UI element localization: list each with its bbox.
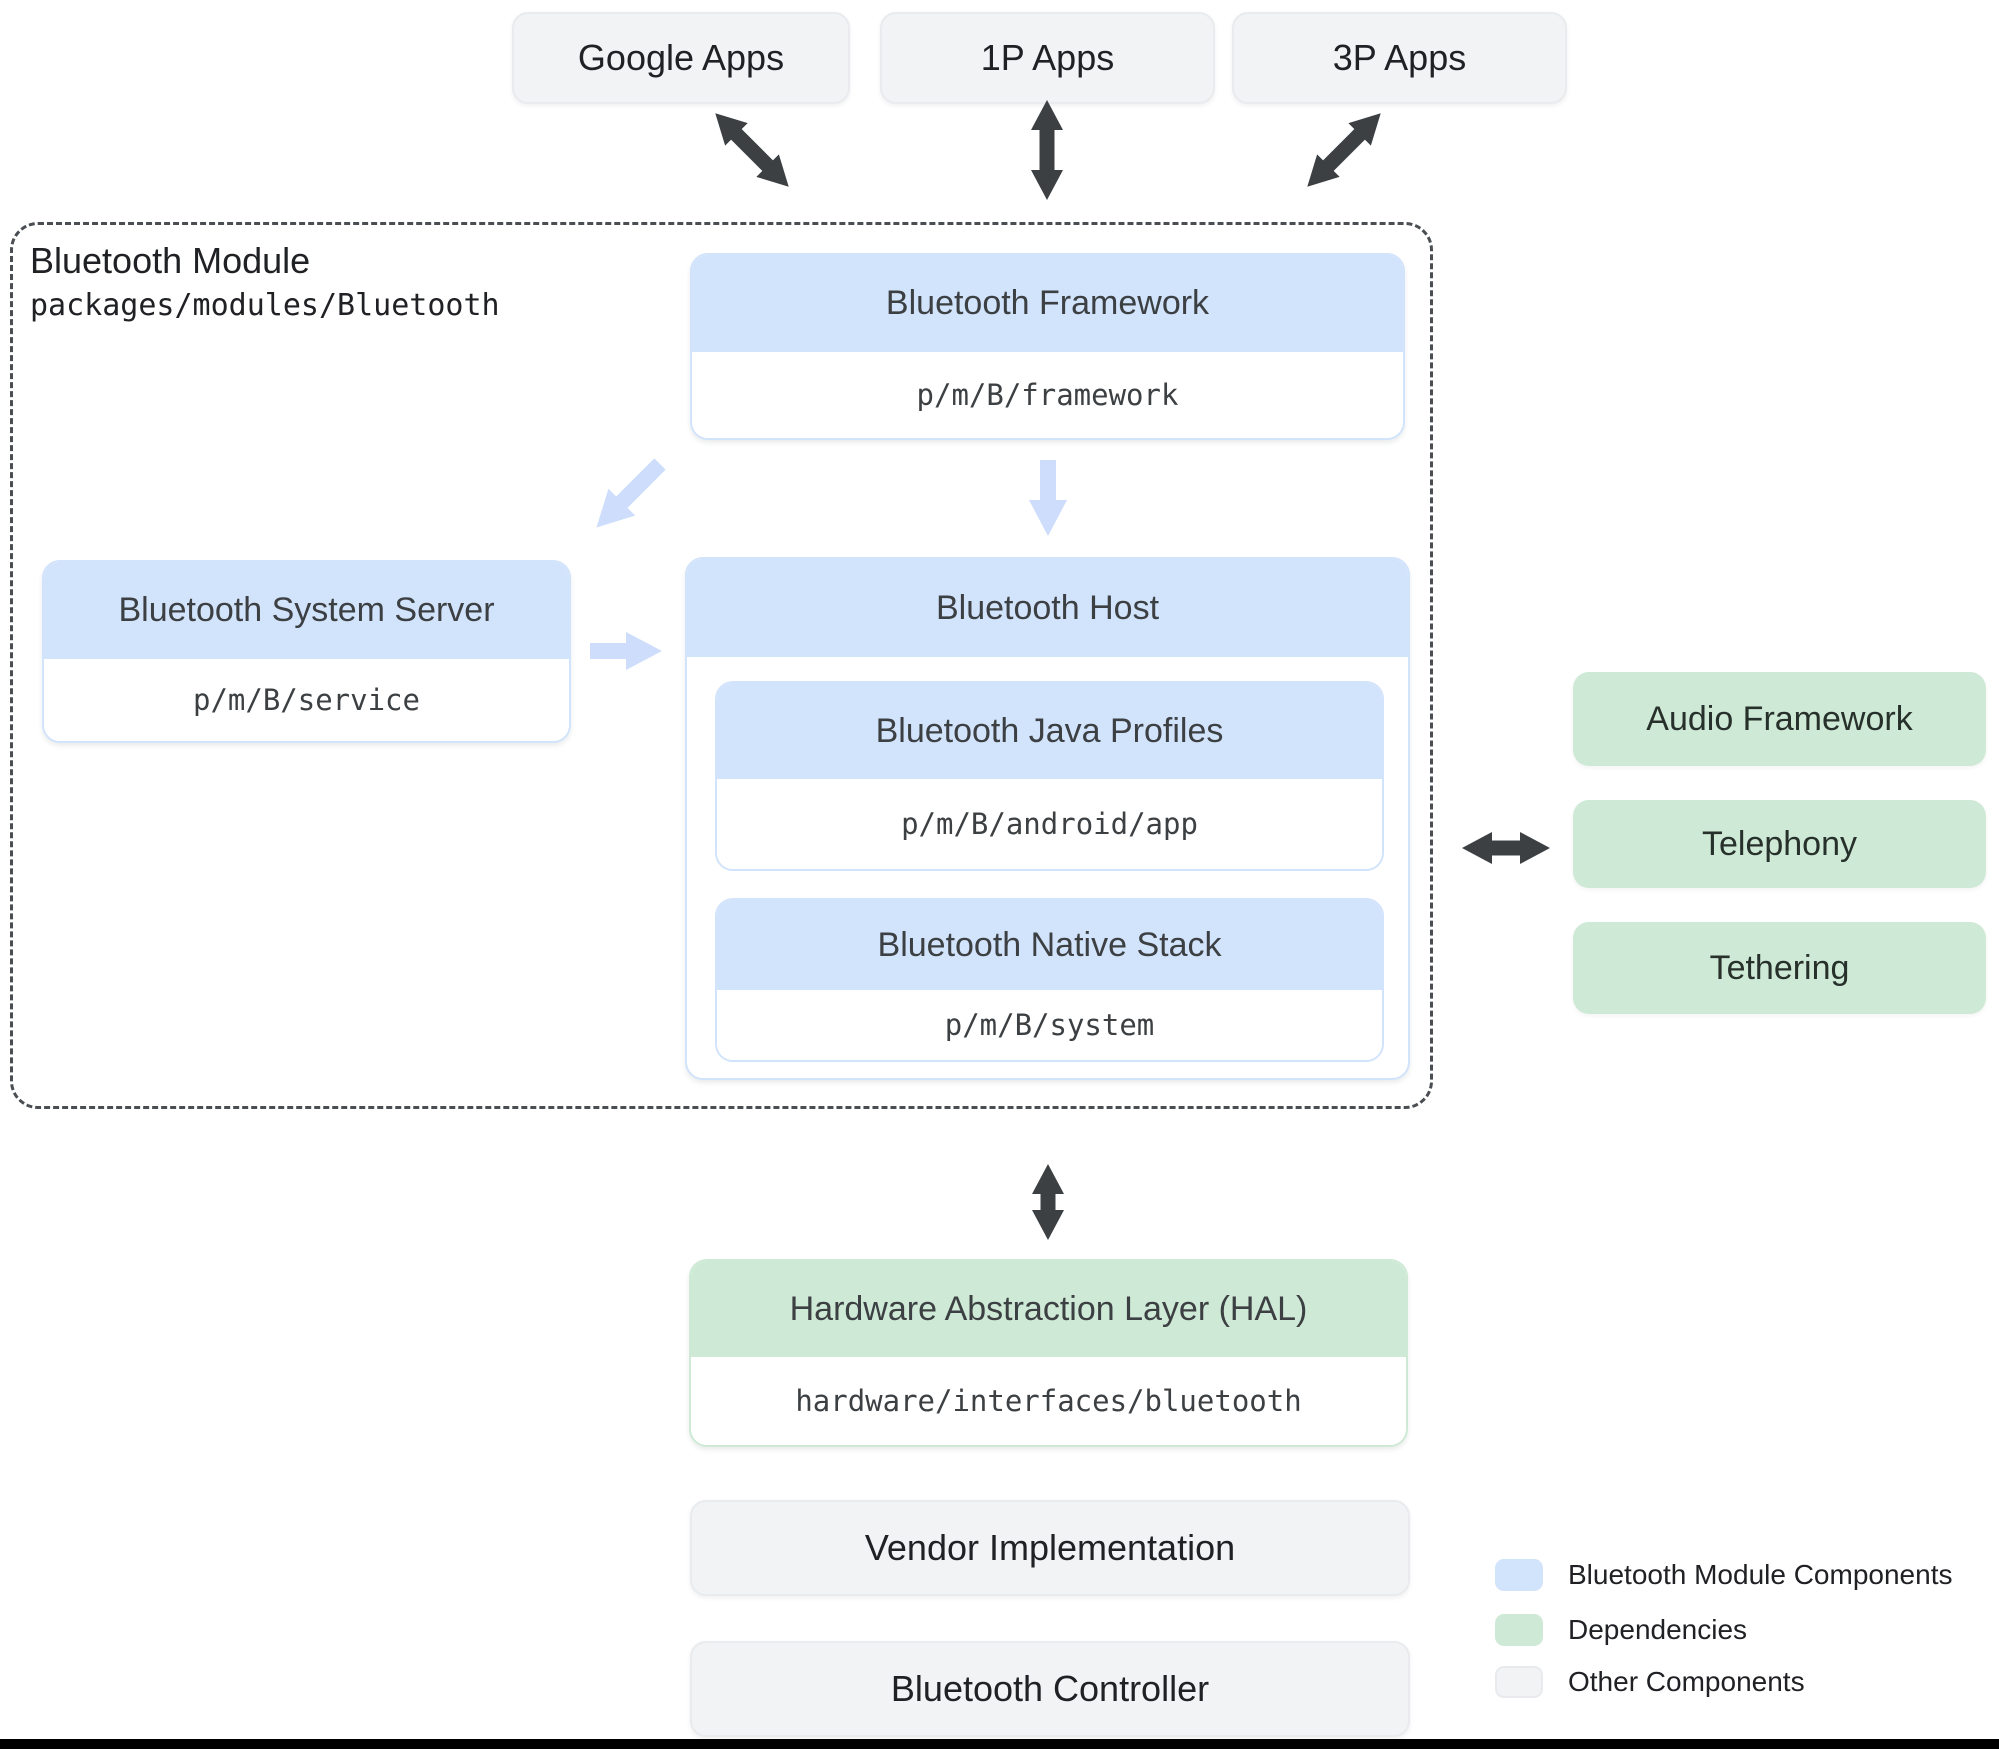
- bluetooth-system-server-title: Bluetooth System Server: [44, 562, 569, 659]
- bluetooth-controller-label: Bluetooth Controller: [890, 1668, 1210, 1709]
- bluetooth-framework-title: Bluetooth Framework: [692, 255, 1403, 352]
- first-party-apps-box: 1P Apps: [880, 12, 1215, 104]
- bluetooth-java-profiles-box: Bluetooth Java Profiles p/m/B/android/ap…: [715, 681, 1384, 871]
- bluetooth-system-server-box: Bluetooth System Server p/m/B/service: [42, 560, 571, 743]
- third-party-apps-label: 3P Apps: [1332, 37, 1467, 78]
- server-to-host-arrow-icon: [590, 632, 662, 670]
- hal-path: hardware/interfaces/bluetooth: [691, 1357, 1406, 1445]
- vendor-implementation-box: Vendor Implementation: [690, 1500, 1410, 1596]
- module-dependencies-bidirectional-arrow-icon: [1462, 832, 1550, 864]
- legend-label-module-components: Bluetooth Module Components: [1568, 1559, 1953, 1590]
- legend-label-other-components: Other Components: [1568, 1666, 1805, 1697]
- bluetooth-native-stack-title: Bluetooth Native Stack: [717, 900, 1382, 990]
- audio-framework-box: Audio Framework: [1573, 672, 1986, 766]
- hal-title: Hardware Abstraction Layer (HAL): [691, 1261, 1406, 1357]
- bluetooth-framework-box: Bluetooth Framework p/m/B/framework: [690, 253, 1405, 440]
- framework-to-host-arrow-icon: [1029, 460, 1067, 536]
- tethering-box: Tethering: [1573, 922, 1986, 1014]
- hal-box: Hardware Abstraction Layer (HAL) hardwar…: [689, 1259, 1408, 1447]
- legend-swatch-dependencies: [1495, 1614, 1543, 1646]
- bottom-edge-bar: [0, 1739, 1999, 1749]
- first-party-apps-bidirectional-arrow-icon: [1031, 100, 1063, 200]
- bluetooth-module-path: packages/modules/Bluetooth: [30, 288, 500, 323]
- bluetooth-module-title: Bluetooth Module: [30, 240, 311, 281]
- bluetooth-host-box: Bluetooth Host Bluetooth Java Profiles p…: [685, 557, 1410, 1080]
- google-apps-box: Google Apps: [512, 12, 850, 104]
- bluetooth-host-title: Bluetooth Host: [687, 559, 1408, 657]
- tethering-label: Tethering: [1709, 948, 1850, 987]
- bluetooth-framework-path: p/m/B/framework: [692, 352, 1403, 438]
- legend-label-dependencies: Dependencies: [1568, 1614, 1748, 1645]
- first-party-apps-label: 1P Apps: [980, 37, 1115, 78]
- vendor-implementation-label: Vendor Implementation: [864, 1527, 1236, 1568]
- bluetooth-system-server-path: p/m/B/service: [44, 659, 569, 741]
- telephony-box: Telephony: [1573, 800, 1986, 888]
- third-party-apps-box: 3P Apps: [1232, 12, 1567, 104]
- bluetooth-native-stack-path: p/m/B/system: [717, 990, 1382, 1060]
- third-party-apps-bidirectional-arrow-icon: [1307, 113, 1381, 187]
- google-apps-bidirectional-arrow-icon: [715, 113, 789, 187]
- bluetooth-controller-box: Bluetooth Controller: [690, 1641, 1410, 1737]
- framework-to-server-arrow-icon: [596, 458, 666, 528]
- legend-swatch-module-components: [1495, 1559, 1543, 1591]
- bluetooth-module-container: [10, 222, 1433, 1109]
- bluetooth-native-stack-box: Bluetooth Native Stack p/m/B/system: [715, 898, 1384, 1062]
- bluetooth-java-profiles-title: Bluetooth Java Profiles: [717, 683, 1382, 779]
- audio-framework-label: Audio Framework: [1646, 699, 1913, 738]
- telephony-label: Telephony: [1701, 824, 1857, 863]
- google-apps-label: Google Apps: [577, 37, 785, 78]
- module-hal-bidirectional-arrow-icon: [1032, 1164, 1064, 1240]
- legend-swatch-other-components: [1495, 1666, 1543, 1698]
- bluetooth-java-profiles-path: p/m/B/android/app: [717, 779, 1382, 869]
